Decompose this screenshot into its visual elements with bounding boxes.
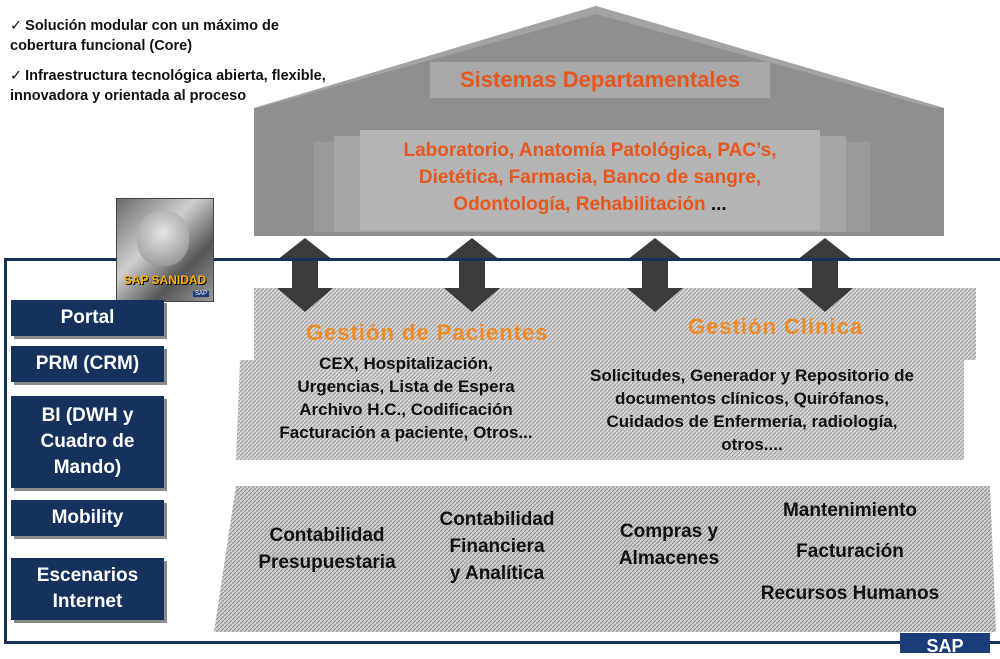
pacientes-list: CEX, Hospitalización, Urgencias, Lista d…: [279, 354, 533, 442]
sap-logo: SAP: [900, 633, 990, 656]
module-contabilidad-financiera: Contabilidad Financiera y Analítica: [439, 509, 555, 584]
module-compras-almacenes: Compras y Almacenes: [618, 521, 720, 569]
checkmark-icon: ✓: [10, 18, 23, 34]
module-contabilidad-presupuestaria: Contabilidad Presupuestaria: [258, 525, 396, 573]
nav-bi-dwh[interactable]: BI (DWH y Cuadro de Mando): [11, 396, 164, 488]
roof-systems-list: Laboratorio, Anatomía Patológica, PAC’s,…: [403, 140, 777, 215]
module-mantenimiento: Mantenimiento: [782, 500, 918, 521]
double-arrow-icon: [444, 238, 500, 312]
pacientes-title: Gestión de Pacientes: [306, 320, 549, 345]
platform-frame: [4, 258, 1000, 644]
bullet-item: ✓Solución modular con un máximo de cober…: [10, 18, 279, 54]
clinica-list: Solicitudes, Generador y Repositorio de …: [589, 366, 914, 454]
nav-escenarios-internet[interactable]: Escenarios Internet: [11, 558, 164, 620]
nav-prm-crm[interactable]: PRM (CRM): [11, 346, 164, 382]
double-arrow-icon: [277, 238, 333, 312]
double-arrow-icon: [627, 238, 683, 312]
roof-title: Sistemas Departamentales: [430, 62, 770, 98]
sap-sanidad-logo: SAP SANIDAD SAP: [116, 198, 214, 302]
module-recursos-humanos: Recursos Humanos: [760, 583, 940, 604]
clinica-title: Gestión Clínica: [688, 314, 864, 339]
checkmark-icon: ✓: [10, 68, 23, 84]
bullet-item: ✓Infraestructura tecnológica abierta, fl…: [10, 68, 326, 104]
module-facturacion: Facturación: [796, 541, 904, 562]
nav-mobility[interactable]: Mobility: [11, 500, 164, 536]
middle-band: [236, 288, 976, 460]
double-arrow-icon: [797, 238, 853, 312]
nav-portal[interactable]: Portal: [11, 300, 164, 336]
bullet-list: ✓Solución modular con un máximo de cober…: [10, 16, 340, 116]
bottom-band: [214, 486, 996, 632]
